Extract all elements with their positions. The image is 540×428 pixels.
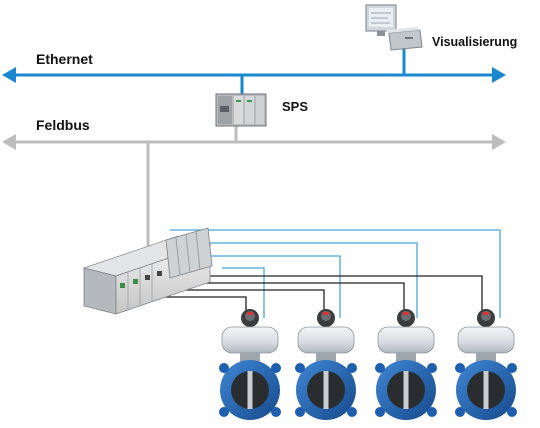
sps-label: SPS bbox=[282, 99, 309, 114]
visualisierung-label: Visualisierung bbox=[432, 35, 518, 49]
sps-plc-icon bbox=[215, 93, 267, 127]
valve-body-icon bbox=[375, 360, 437, 420]
signal-wires-blue bbox=[170, 229, 501, 318]
position-indicator-icon bbox=[397, 309, 415, 327]
visualisierung-computer-icon bbox=[365, 4, 423, 51]
ethernet-label: Ethernet bbox=[36, 51, 93, 67]
valve-body-icon bbox=[455, 360, 517, 420]
valve-3 bbox=[375, 309, 437, 420]
actuator-icon bbox=[297, 326, 355, 363]
actuator-icon bbox=[457, 326, 515, 363]
actuator-icon bbox=[221, 326, 279, 363]
feldbus-line bbox=[2, 126, 506, 250]
actuator-icon bbox=[377, 326, 435, 363]
valve-1 bbox=[219, 309, 281, 420]
position-indicator-icon bbox=[317, 309, 335, 327]
remote-io-terminal-icon bbox=[82, 227, 213, 315]
ethernet-bus bbox=[2, 48, 506, 96]
valve-body-icon bbox=[295, 360, 357, 420]
feldbus-label: Feldbus bbox=[36, 117, 90, 133]
position-indicator-icon bbox=[241, 309, 259, 327]
position-indicator-icon bbox=[477, 309, 495, 327]
valve-4 bbox=[455, 309, 517, 420]
valve-2 bbox=[295, 309, 357, 420]
valve-body-icon bbox=[219, 360, 281, 420]
